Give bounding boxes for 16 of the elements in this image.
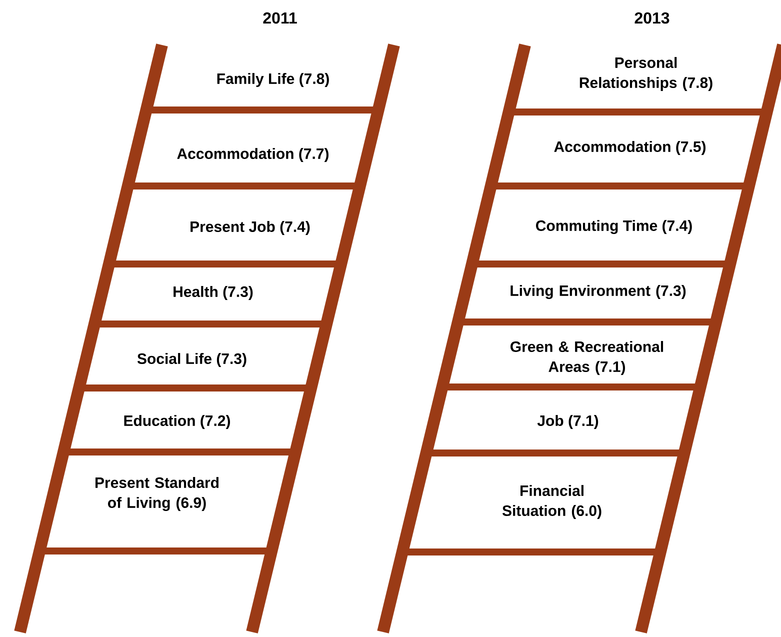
step-label: Living Environment (7.3) xyxy=(510,284,686,300)
step-label: Personal Relationships (7.8) xyxy=(580,57,712,91)
step-label: Accommodation (7.7) xyxy=(177,148,328,162)
year-heading: 2013 xyxy=(634,12,670,24)
step-label: Accommodation (7.5) xyxy=(554,141,706,155)
step-label: Present Job (7.4) xyxy=(190,221,310,235)
step-label: Green & Recreational Areas (7.1) xyxy=(510,341,664,375)
step-label: Health (7.3) xyxy=(174,286,253,300)
year-heading: 2011 xyxy=(263,12,297,24)
step-label: Job (7.1) xyxy=(537,415,598,429)
step-label: Education (7.2) xyxy=(124,415,230,429)
step-label: Financial Situation (6.0) xyxy=(502,485,602,519)
step-label: Social Life (7.3) xyxy=(137,353,246,367)
step-label: Present Standard of Living (6.9) xyxy=(96,476,219,512)
step-label: Commuting Time (7.4) xyxy=(536,220,692,234)
step-label: Family Life (7.8) xyxy=(217,73,329,87)
